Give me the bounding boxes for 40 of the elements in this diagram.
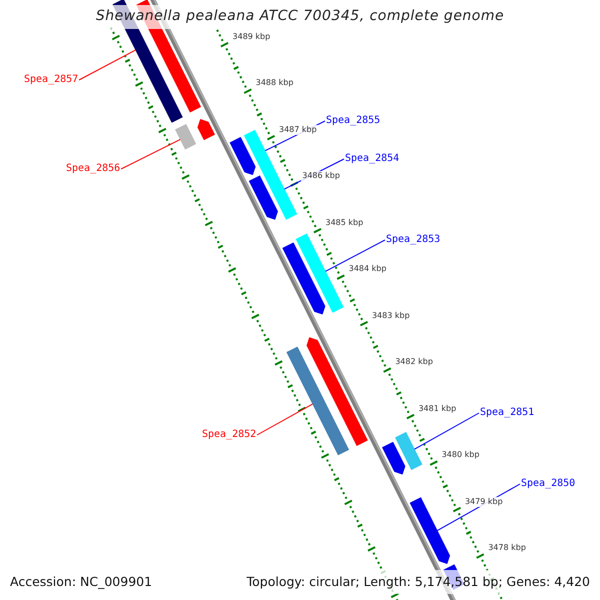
gene-bar (296, 234, 344, 313)
scale-label: 3479 kbp (464, 496, 504, 507)
scale-label: 3480 kbp (440, 450, 480, 460)
scale-label: 3489 kbp (232, 32, 272, 42)
gene-block (282, 242, 326, 314)
gene-bar (286, 346, 350, 456)
gene-label: Spea_2851 (480, 407, 534, 419)
gene-bar (175, 124, 196, 150)
leader-line (325, 240, 386, 272)
scale-label: 3487 kbp (278, 124, 318, 135)
scale-label: 3481 kbp (417, 404, 458, 414)
leader-line (256, 404, 314, 436)
scale-label: 3482 kbp (394, 357, 434, 368)
title: Shewanella pealeana ATCC 700345, complete genome (96, 8, 504, 24)
scale-label: 3485 kbp (324, 218, 364, 228)
scale-label: 3488 kbp (254, 78, 294, 88)
scale-label: 3484 kbp (348, 264, 388, 274)
scale-label: 3486 kbp (301, 171, 341, 182)
accession-text: Accession: NC_009901 (10, 574, 152, 589)
leader-line (78, 50, 136, 80)
gene-label: Spea_2854 (345, 153, 400, 165)
gene-block (230, 136, 256, 176)
gene-block (382, 442, 406, 475)
leader-line (120, 138, 181, 170)
gene-label: Spea_2850 (521, 478, 576, 490)
gene-bar (262, 166, 298, 220)
gene-block (410, 497, 450, 564)
gene-bar (244, 130, 274, 172)
gene-label: Spea_2853 (386, 234, 440, 246)
gene-label: Spea_2857 (24, 74, 78, 86)
genome-stats-text: Topology: circular; Length: 5,174,581 bp; Genes: 4,420 (246, 574, 590, 589)
gene-block (248, 175, 278, 220)
gene-block (306, 337, 368, 446)
gene-label: Spea_2855 (326, 115, 380, 127)
gene-bar (395, 432, 422, 470)
gene-block (197, 119, 215, 140)
scale-label: 3483 kbp (370, 310, 411, 321)
gene-label: Spea_2852 (202, 429, 256, 441)
gene-label: Spea_2856 (66, 163, 120, 175)
scale-label: 3478 kbp (487, 543, 527, 554)
